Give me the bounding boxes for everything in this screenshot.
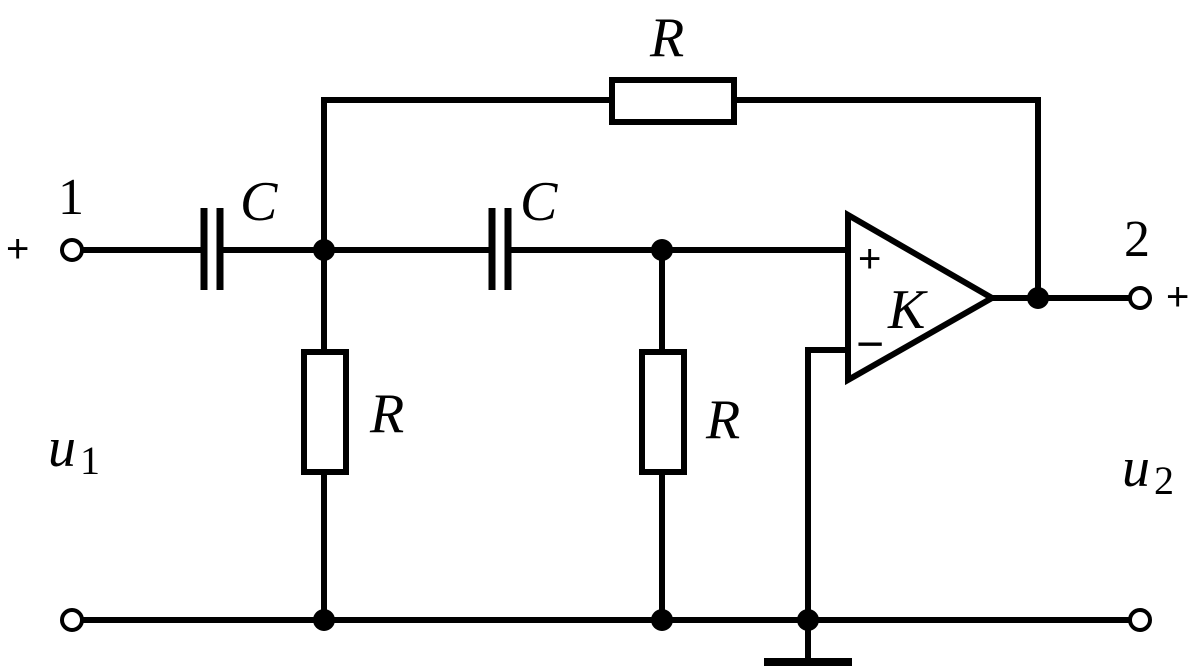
- feedback-resistor: [609, 77, 737, 125]
- output-voltage-label: u 2: [1122, 437, 1174, 503]
- terminal-output-top: [1128, 286, 1152, 310]
- resistor-1: [301, 349, 349, 475]
- terminal-input-bottom: [60, 608, 84, 632]
- output-voltage-symbol: u: [1122, 437, 1150, 499]
- junction-nodes: [313, 239, 1049, 631]
- input-voltage-symbol: u: [48, 417, 76, 479]
- input-voltage-label: u 1: [48, 417, 100, 483]
- node-output: [1027, 287, 1049, 309]
- capacitor-1-label: C: [240, 171, 278, 233]
- resistor-2: [639, 349, 687, 475]
- opamp-triangle: [845, 209, 999, 386]
- node-a: [313, 239, 335, 261]
- output-voltage-subscript: 2: [1154, 458, 1174, 503]
- terminals: [60, 238, 1152, 632]
- resistor-2-label: R: [705, 389, 740, 451]
- opamp-minus-sign: −: [856, 318, 884, 371]
- capacitor-1: [200, 208, 224, 290]
- resistor-1-label: R: [369, 383, 404, 445]
- input-terminal-number: 1: [58, 169, 84, 226]
- opamp-plus-sign: +: [858, 237, 881, 281]
- terminal-output-bottom: [1128, 608, 1152, 632]
- output-terminal-sign: +: [1166, 275, 1189, 319]
- feedback-resistor-label: R: [649, 7, 684, 69]
- wires: [77, 97, 1133, 666]
- capacitor-2: [488, 208, 512, 290]
- node-ground-2: [651, 609, 673, 631]
- input-terminal-sign: +: [6, 227, 29, 271]
- terminal-input-top: [60, 238, 84, 262]
- amplifier-gain-label: K: [887, 279, 928, 341]
- node-ground-1: [313, 609, 335, 631]
- output-terminal-number: 2: [1124, 211, 1150, 268]
- node-ground-3: [797, 609, 819, 631]
- node-b: [651, 239, 673, 261]
- capacitor-2-label: C: [520, 171, 558, 233]
- input-voltage-subscript: 1: [80, 438, 100, 483]
